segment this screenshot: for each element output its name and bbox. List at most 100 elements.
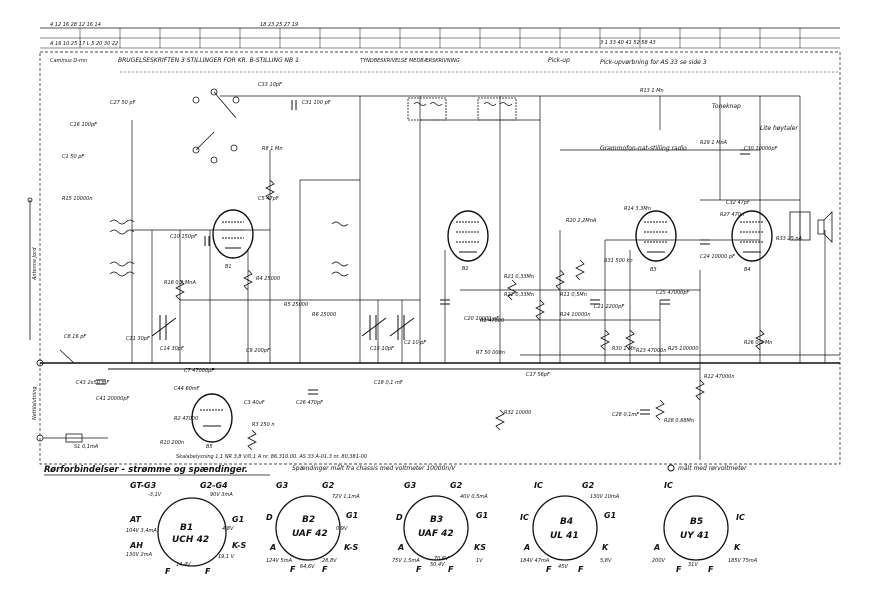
svg-text:F: F xyxy=(708,565,714,574)
base-b1-id: B1 xyxy=(180,523,193,533)
ruler-top-left: 4 12 16 28 12 16 14 xyxy=(50,22,101,28)
svg-text:R22 0,33Mn: R22 0,33Mn xyxy=(504,292,534,298)
label-pickup: Pick-up xyxy=(548,57,570,64)
svg-text:KS: KS xyxy=(474,543,486,552)
label-switch-positions: BRUGELSESKRIFTEN 3 STILLINGER FOR KR. B-… xyxy=(118,57,299,64)
svg-text:50,4V: 50,4V xyxy=(430,562,445,568)
svg-text:C27 50 pF: C27 50 pF xyxy=(110,100,136,106)
svg-text:F: F xyxy=(165,567,171,576)
svg-text:C41 20000pF: C41 20000pF xyxy=(96,396,130,402)
svg-text:64,6V: 64,6V xyxy=(300,564,315,570)
svg-text:S1 0,1mA: S1 0,1mA xyxy=(74,444,99,450)
base-b1-type: UCH 42 xyxy=(172,535,209,545)
svg-text:R26 0,1 Mn: R26 0,1 Mn xyxy=(744,340,772,346)
svg-text:F: F xyxy=(205,567,211,576)
wave-switch xyxy=(192,88,240,164)
svg-text:C8 16 pF: C8 16 pF xyxy=(64,334,86,340)
aerial-connector xyxy=(27,197,33,340)
component-labels: C27 50 pF C31 100 pF C33 10pF C16 100pF … xyxy=(62,82,803,450)
svg-text:75V 1,5mA: 75V 1,5mA xyxy=(392,558,420,564)
label-description: TYNDBESKRIVELSE MEDBÆRSKRIVNING xyxy=(360,58,460,64)
svg-text:C18 0,1 mF: C18 0,1 mF xyxy=(374,380,403,386)
base-b2-type: UAF 42 xyxy=(292,529,328,539)
svg-text:90V 3mA: 90V 3mA xyxy=(210,492,233,498)
svg-text:F: F xyxy=(448,565,454,574)
svg-text:F: F xyxy=(578,565,584,574)
chassis-frame xyxy=(39,51,841,465)
svg-text:R5 25000: R5 25000 xyxy=(284,302,308,308)
svg-text:A: A xyxy=(269,543,276,552)
svg-text:28,8V: 28,8V xyxy=(322,558,337,564)
svg-text:31V: 31V xyxy=(688,562,698,568)
svg-text:C28 0,1mF: C28 0,1mF xyxy=(612,412,639,418)
svg-text:R11 0,5Mn: R11 0,5Mn xyxy=(560,292,587,298)
footer-note-right: målt med rørvoltmeter xyxy=(678,465,747,472)
svg-text:IC: IC xyxy=(664,481,673,490)
footer-note-left: Spændinger målt fra chassis med voltmete… xyxy=(292,465,456,472)
svg-text:C32 47pF: C32 47pF xyxy=(726,200,750,206)
annotation-speaker: Lite høytaler xyxy=(760,125,798,132)
speaker-icon xyxy=(817,211,833,243)
svg-text:R31 500 kn: R31 500 kn xyxy=(604,258,633,264)
svg-text:R2 47000: R2 47000 xyxy=(174,416,198,422)
svg-text:G1: G1 xyxy=(346,511,358,520)
svg-text:C2 10 pF: C2 10 pF xyxy=(404,340,426,346)
svg-text:C7 47000pF: C7 47000pF xyxy=(184,368,214,374)
annotation-gramophone: Grammofon-nat-stilling radio xyxy=(600,145,687,152)
svg-text:124V 5mA: 124V 5mA xyxy=(266,558,293,564)
svg-text:C9 200pF: C9 200pF xyxy=(246,348,270,354)
tube-uy41-b5: B5 xyxy=(191,393,233,450)
svg-text:70,6V: 70,6V xyxy=(434,556,449,562)
svg-text:C31 100 pF: C31 100 pF xyxy=(302,100,331,106)
svg-text:G1: G1 xyxy=(604,511,616,520)
svg-text:D: D xyxy=(396,513,403,522)
tube-uaf42-b3: B3 xyxy=(635,210,677,273)
svg-text:14,4V: 14,4V xyxy=(176,562,191,568)
capacitors xyxy=(96,100,750,415)
svg-text:R3 250 n: R3 250 n xyxy=(252,422,275,428)
resistors xyxy=(175,179,765,451)
svg-text:5,8V: 5,8V xyxy=(600,558,612,564)
svg-text:F: F xyxy=(546,565,552,574)
svg-text:F: F xyxy=(416,565,422,574)
svg-text:C26 470pF: C26 470pF xyxy=(296,400,323,406)
svg-text:185V 75mA: 185V 75mA xyxy=(728,558,758,564)
tube-label-b1: B1 xyxy=(225,264,232,270)
base-diagram-b5: B5 UY 41 IC IC A K F F 200V 185V 75mA 31… xyxy=(652,481,758,574)
svg-text:C30 10000pF: C30 10000pF xyxy=(744,146,778,152)
svg-text:C17 56pF: C17 56pF xyxy=(526,372,550,378)
svg-text:R8 1 Mn: R8 1 Mn xyxy=(262,146,283,152)
svg-text:C21 2200pF: C21 2200pF xyxy=(594,304,624,310)
svg-text:C33 10pF: C33 10pF xyxy=(258,82,282,88)
svg-text:G3: G3 xyxy=(404,481,417,490)
svg-text:R7 50 000n: R7 50 000n xyxy=(476,350,505,356)
svg-text:G1: G1 xyxy=(232,515,244,524)
svg-text:R13 1 Mn: R13 1 Mn xyxy=(640,88,664,94)
if-transformer-1 xyxy=(407,97,447,121)
side-label-mains: Nettilslutning xyxy=(32,386,38,420)
svg-text:AH: AH xyxy=(129,541,143,550)
svg-text:A: A xyxy=(397,543,404,552)
footer-title: Rørforbindelser - strømme og spændinger. xyxy=(44,465,248,475)
svg-text:K-S: K-S xyxy=(232,541,247,550)
base-b4-id: B4 xyxy=(560,517,573,527)
svg-text:IC: IC xyxy=(534,481,543,490)
if-transformer-2 xyxy=(477,97,517,121)
svg-text:C14 30pF: C14 30pF xyxy=(160,346,184,352)
tube-label-b4: B4 xyxy=(744,267,751,273)
ruler-top-mid: 18 23 25 27 19 xyxy=(260,22,298,28)
svg-text:R14 3,3Mn: R14 3,3Mn xyxy=(624,206,651,212)
base-b5-type: UY 41 xyxy=(680,531,709,541)
svg-text:K-S: K-S xyxy=(344,543,359,552)
tube-label-b3: B3 xyxy=(650,267,657,273)
svg-text:C24 10000 pF: C24 10000 pF xyxy=(700,254,735,260)
svg-text:R1 47000: R1 47000 xyxy=(480,318,504,324)
svg-text:C25 47000pF: C25 47000pF xyxy=(656,290,690,296)
base-b2-id: B2 xyxy=(302,515,315,525)
ruler-top-right: 3 1 33 40 41 52 58 43 xyxy=(600,40,656,46)
svg-text:R25 100000: R25 100000 xyxy=(668,346,699,352)
svg-text:A: A xyxy=(653,543,660,552)
svg-text:R33 25 nA: R33 25 nA xyxy=(776,236,803,242)
svg-text:G1: G1 xyxy=(476,511,488,520)
mains-input xyxy=(36,349,108,443)
